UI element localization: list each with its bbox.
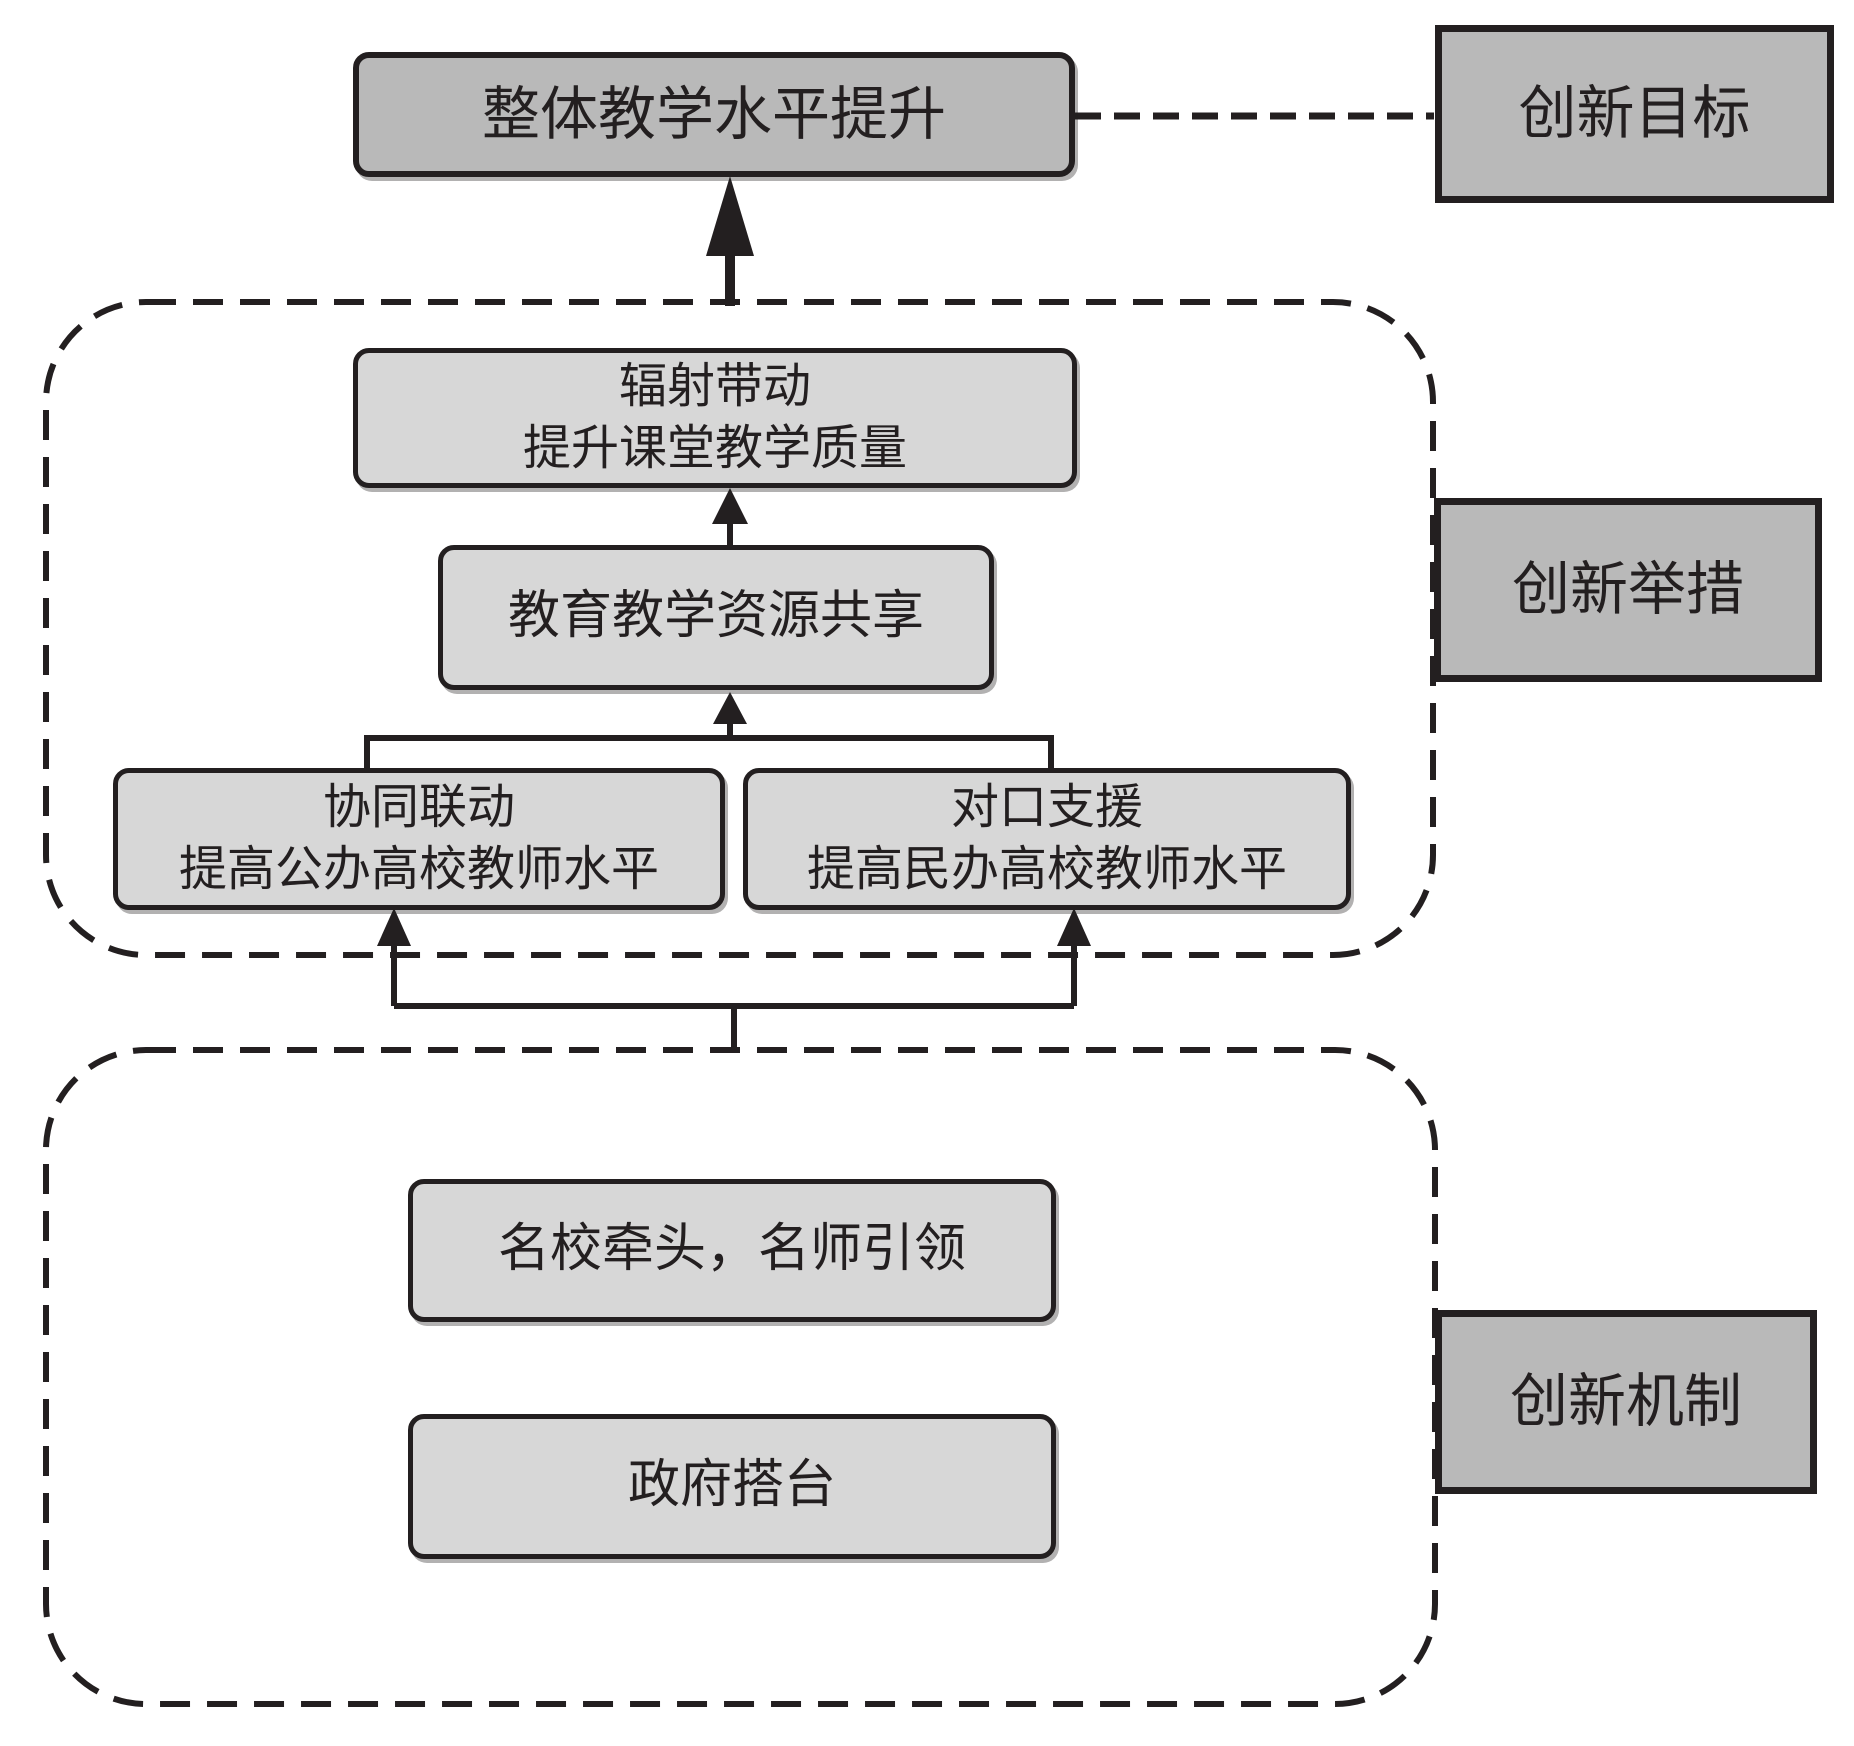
arrow-share-to-radiate (712, 488, 748, 545)
innovation-measures-text: 创新举措 (1511, 557, 1744, 623)
innovation-mechanism-label: 创新机制 (1435, 1310, 1817, 1494)
resource-share-box: 教育教学资源共享 (438, 545, 994, 690)
collab-line2-text: 提高公办高校教师水平 (178, 843, 659, 896)
arrow-to-goal (706, 176, 754, 306)
innovation-goal-text: 创新目标 (1518, 81, 1751, 147)
collab-box: 协同联动 提高公办高校教师水平 (113, 768, 725, 910)
innovation-goal-label: 创新目标 (1435, 25, 1834, 203)
resource-share-text: 教育教学资源共享 (507, 588, 924, 646)
bracket-boxes-to-share (364, 692, 1054, 768)
overall-teaching-box: 整体教学水平提升 (353, 52, 1075, 177)
famous-school-text: 名校牵头，名师引领 (497, 1221, 966, 1279)
famous-school-box: 名校牵头，名师引领 (408, 1179, 1056, 1322)
government-text: 政府搭台 (627, 1457, 836, 1515)
measures-dashed-boundary (43, 299, 1436, 958)
radiate-line2-text: 提升课堂教学质量 (522, 422, 907, 475)
government-box: 政府搭台 (408, 1414, 1056, 1559)
radiate-line1-text: 辐射带动 (618, 359, 811, 413)
collab-line1-text: 协同联动 (322, 780, 515, 834)
support-line2-text: 提高民办高校教师水平 (806, 843, 1287, 896)
support-box: 对口支援 提高民办高校教师水平 (743, 768, 1351, 910)
radiate-box: 辐射带动 提升课堂教学质量 (353, 348, 1077, 488)
innovation-measures-label: 创新举措 (1434, 498, 1822, 682)
innovation-mechanism-text: 创新机制 (1509, 1369, 1742, 1435)
mechanism-dashed-boundary (43, 1047, 1438, 1707)
support-line1-text: 对口支援 (950, 780, 1143, 834)
bracket-mechanism-to-boxes (377, 908, 1091, 1050)
overall-teaching-text: 整体教学水平提升 (481, 81, 946, 147)
